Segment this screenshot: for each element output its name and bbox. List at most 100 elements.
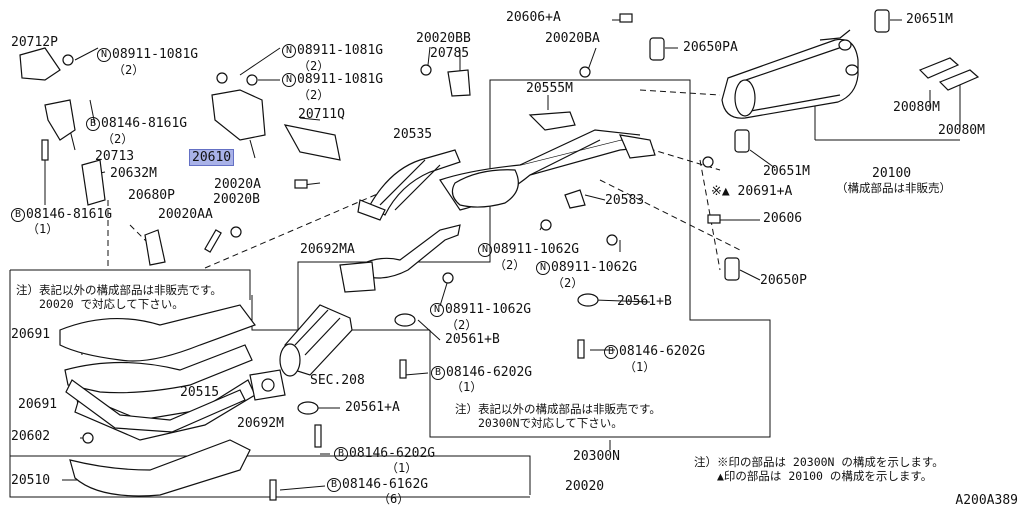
label-20515: 20515 xyxy=(180,385,220,400)
qty: （1） xyxy=(451,380,483,394)
label-sec208: SEC.208 xyxy=(310,373,365,388)
label-20555M: 20555M xyxy=(526,81,573,96)
hanger-20680P xyxy=(144,229,166,266)
label-20632M: 20632M xyxy=(110,166,157,181)
bolt-symbol-icon: B xyxy=(11,208,25,222)
bracket-20712P xyxy=(19,47,61,81)
bracket-20610 xyxy=(211,89,266,141)
label-20692M: 20692M xyxy=(237,416,284,431)
label-20020B: 20020B xyxy=(213,192,260,207)
nut-symbol-icon: N xyxy=(478,243,492,257)
label-20711Q: 20711Q xyxy=(298,107,345,122)
qty: （2） xyxy=(552,276,584,290)
label-20606: 20606 xyxy=(763,211,803,226)
diagram-code: A200A389 xyxy=(955,493,1018,508)
nut-symbol-icon: N xyxy=(97,48,111,62)
label-20020A: 20020A xyxy=(214,177,261,192)
rubber-mount-20651M-mid xyxy=(734,129,750,153)
note-20100: （構成部品は非販売） xyxy=(836,181,951,195)
label-20020: 20020 xyxy=(565,479,605,494)
note-center: 注）表記以外の構成部品は非販売です。 20300Nで対応して下さい。 xyxy=(455,402,661,430)
qty: （2） xyxy=(102,132,134,146)
bracket-20555M xyxy=(528,111,576,131)
rubber-mount-20650P xyxy=(724,257,740,281)
rubber-mount-20651M-top xyxy=(874,9,890,33)
nut-symbol-icon: N xyxy=(282,44,296,58)
nut-symbol-icon: N xyxy=(430,303,444,317)
resonator xyxy=(451,169,519,208)
label-20602: 20602 xyxy=(11,429,51,444)
tail-finisher-1 xyxy=(918,57,960,79)
label-20080M-2: 20080M xyxy=(938,123,985,138)
note-bottom: 注）※印の部品は 20300N の構成を示します。 ▲印の部品は 20100 の… xyxy=(694,455,944,483)
label-20561A: 20561+A xyxy=(345,400,400,415)
qty: （2） xyxy=(113,63,145,77)
bolt-symbol-icon: B xyxy=(334,447,348,461)
qty: （2） xyxy=(298,59,330,73)
label-20080M-1: 20080M xyxy=(893,100,940,115)
label-20300N: 20300N xyxy=(573,449,620,464)
label-20712P: 20712P xyxy=(11,35,58,50)
label-20020BB: 20020BB xyxy=(416,31,471,46)
bracket-20632M xyxy=(81,159,106,206)
bolt-symbol-icon: B xyxy=(604,345,618,359)
label-20583: 20583 xyxy=(605,193,645,208)
qty: （1） xyxy=(624,360,656,374)
bracket-20785 xyxy=(447,69,471,97)
label-20535: 20535 xyxy=(393,127,433,142)
label-20692MA: 20692MA xyxy=(300,242,355,257)
front-pipe-20535 xyxy=(369,149,461,216)
label-20020BA: 20020BA xyxy=(545,31,600,46)
label-20785: 20785 xyxy=(430,46,470,61)
label-20606A: 20606+A xyxy=(506,10,561,25)
tail-finisher-2 xyxy=(938,69,980,91)
label-20680P: 20680P xyxy=(128,188,175,203)
rubber-mount-20650PA xyxy=(649,37,665,61)
assembly-20020-bracket xyxy=(9,270,531,495)
label-20650PA: 20650PA xyxy=(683,40,738,55)
qty: （2） xyxy=(494,258,526,272)
qty: （2） xyxy=(446,318,478,332)
clamp-20561B-mid xyxy=(394,313,416,327)
label-20020AA: 20020AA xyxy=(158,207,213,222)
lower-shield-20510 xyxy=(69,439,251,497)
clamp-20561B-right xyxy=(577,293,599,307)
label-20100: 20100 xyxy=(872,166,912,181)
label-20610: 20610 xyxy=(189,149,235,166)
label-20650P: 20650P xyxy=(760,273,807,288)
heat-shield-20515 xyxy=(59,304,256,362)
qty: （1） xyxy=(386,461,418,475)
bolt-symbol-icon: B xyxy=(86,117,100,131)
qty: （2） xyxy=(298,88,330,102)
label-20561B-mid: 20561+B xyxy=(445,332,500,347)
label-20713: 20713 xyxy=(95,149,135,164)
label-20510: 20510 xyxy=(11,473,51,488)
label-20691A: ※▲ 20691+A xyxy=(711,184,793,199)
exhaust-manifold-20602 xyxy=(65,379,246,433)
qty: （6） xyxy=(378,492,410,506)
label-20691-1: 20691 xyxy=(11,327,51,342)
clamp-20561A xyxy=(297,401,319,415)
nut-symbol-icon: N xyxy=(282,73,296,87)
bolt-symbol-icon: B xyxy=(327,478,341,492)
qty: （1） xyxy=(27,222,59,236)
label-20561B-right: 20561+B xyxy=(617,294,672,309)
note-left: 注）表記以外の構成部品は非販売です。 20020 で対応して下さい。 xyxy=(16,283,222,311)
bracket-20713 xyxy=(44,99,76,141)
label-20651M-top: 20651M xyxy=(906,12,953,27)
assembly-20300N-bracket xyxy=(297,79,771,438)
nut-symbol-icon: N xyxy=(536,261,550,275)
